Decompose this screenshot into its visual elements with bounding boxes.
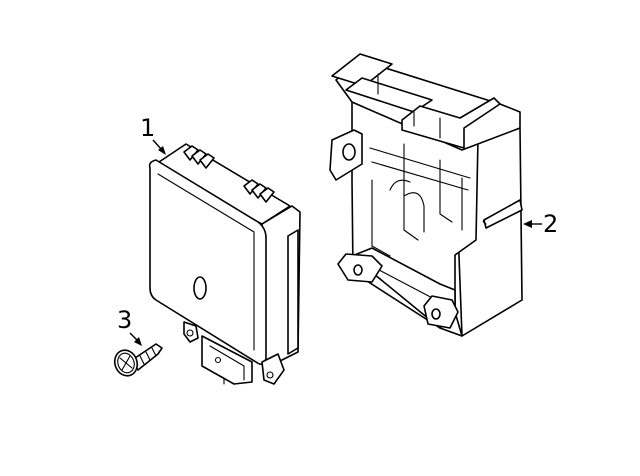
callout-2-arrowhead — [523, 220, 532, 228]
callout-1: 1 — [140, 114, 166, 155]
callout-3-arrowhead — [134, 337, 142, 346]
callout-3-label: 3 — [117, 306, 132, 334]
control-module — [148, 143, 301, 385]
screw — [113, 343, 163, 377]
callout-1-arrowhead — [158, 146, 166, 155]
mounting-bracket — [329, 53, 523, 337]
callout-3: 3 — [117, 306, 142, 346]
callout-2: 2 — [523, 210, 558, 238]
module-vent-ribs — [183, 145, 275, 203]
callout-2-label: 2 — [543, 210, 558, 238]
callout-1-label: 1 — [140, 114, 155, 142]
